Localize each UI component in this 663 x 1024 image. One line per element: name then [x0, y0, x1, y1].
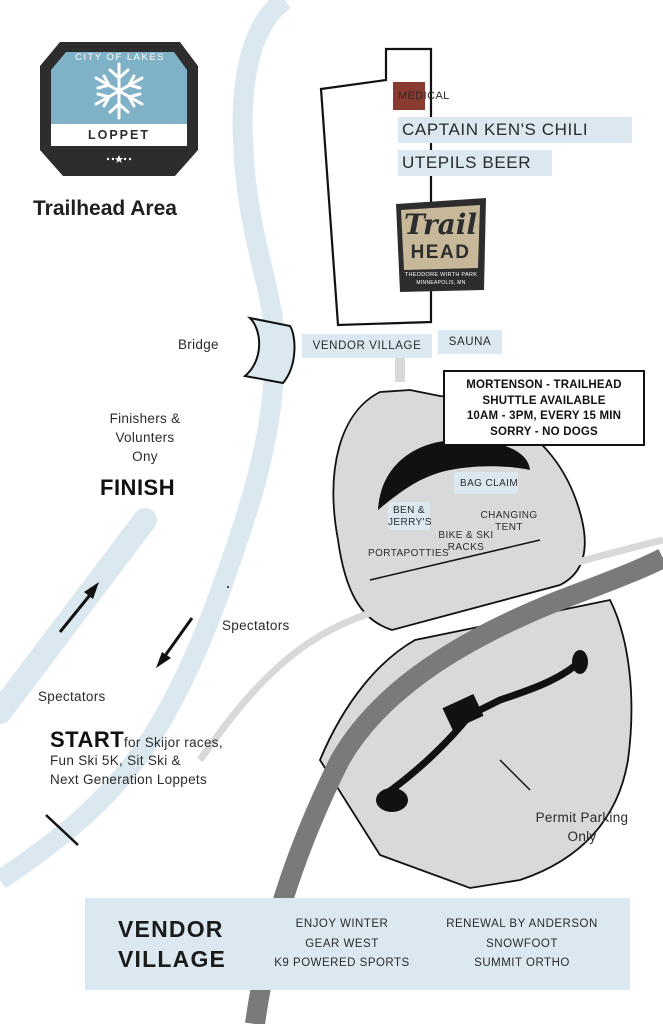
shuttle-line4: SORRY - NO DOGS [490, 425, 598, 438]
vendor-village-band: VENDOR VILLAGE [302, 334, 432, 358]
trailhead-logo-sub1: THEODORE WIRTH PARK [404, 272, 478, 278]
chili-vendor: CAPTAIN KEN'S CHILI [398, 117, 632, 143]
spectators-label-left: Spectators [38, 689, 106, 704]
bag-claim-area [454, 472, 518, 494]
ben-jerrys-area [388, 502, 430, 530]
start-label: START [50, 727, 125, 752]
shuttle-info-box: MORTENSON - TRAILHEAD SHUTTLE AVAILABLE … [443, 370, 645, 446]
trailhead-logo-sub2: MINNEAPOLIS, MN [416, 280, 466, 286]
bridge [242, 316, 296, 385]
medical-area [393, 82, 425, 110]
plaza-inner-building [378, 440, 530, 510]
arrow-up-icon [58, 582, 99, 633]
shuttle-line3: 10AM - 3PM, EVERY 15 MIN [466, 410, 622, 422]
road-light [197, 536, 663, 763]
logo-top-text: CITY OF LAKES [74, 52, 166, 63]
shuttle-line1: MORTENSON - TRAILHEAD [466, 379, 622, 391]
vendor-village-title-line1: VENDOR [118, 916, 224, 942]
vendor-item: ENJOY WINTER [295, 918, 389, 930]
ben-jerrys-label-line2: JERRY'S [388, 517, 432, 528]
bag-claim-label: BAG CLAIM [460, 478, 519, 489]
spectators-label-right: Spectators [222, 618, 290, 633]
vendor-item: GEAR WEST [305, 937, 379, 950]
permit-pointer [499, 759, 531, 791]
bike-ski-racks-label-line2: RACKS [447, 542, 485, 553]
trailhead-logo [396, 198, 486, 292]
arrow-down-icon [156, 617, 194, 668]
vendor-village-panel [85, 898, 630, 990]
logo-stars [106, 155, 132, 163]
start-line [45, 814, 79, 846]
start-note-line2: Fun Ski 5K, Sit Ski & [50, 753, 181, 768]
vendor-village-title: VENDOR VILLAGE [118, 914, 226, 974]
finish-label: FINISH [100, 475, 176, 500]
changing-tent-label-line1: CHANGING [480, 510, 538, 521]
vendor-list-col1: ENJOY WINTER GEAR WEST K9 POWERED SPORTS [262, 915, 422, 974]
ski-trail-main [0, 0, 292, 889]
parking-shelter [442, 693, 484, 731]
permit-parking-line2: Only [567, 829, 597, 844]
vendor-item: SNOWFOOT [486, 937, 558, 950]
start-note-line1: for Skijor races, [124, 735, 223, 750]
shuttle-line2: SHUTTLE AVAILABLE [482, 394, 606, 407]
parking-turnaround-east [572, 650, 588, 674]
page-title: Trailhead Area [33, 197, 177, 220]
plaza-lower-lane [369, 539, 541, 581]
vendor-item: RENEWAL BY ANDERSON [446, 918, 598, 930]
start-note-line3: Next Generation Loppets [50, 772, 207, 787]
finishers-note-line3: Ony [132, 449, 158, 464]
permit-parking-line1: Permit Parking [535, 810, 629, 825]
bridge-label: Bridge [178, 337, 219, 352]
bike-ski-racks-label-line1: BIKE & SKI [438, 530, 494, 541]
beer-vendor: UTEPILS BEER [398, 150, 552, 176]
medical-label: MEDICAL [398, 90, 450, 102]
parking-turnaround-west [376, 788, 408, 812]
vendor-item: K9 POWERED SPORTS [274, 957, 410, 969]
snowflake-icon [94, 62, 144, 120]
vendor-village-title-line2: VILLAGE [118, 946, 227, 972]
trailhead-logo-line1: Trail [404, 208, 477, 241]
finishers-note-line1: Finishers & [109, 411, 181, 426]
logo-bottom-text: LOPPET [87, 128, 150, 142]
parking-lot [318, 598, 633, 889]
vendor-item: SUMMIT ORTHO [474, 957, 570, 969]
changing-tent-label-line2: TENT [495, 522, 523, 533]
vendor-list-col2: RENEWAL BY ANDERSON SNOWFOOT SUMMIT ORTH… [436, 915, 608, 974]
trailhead-logo-line2: HEAD [410, 242, 471, 263]
sauna-band: SAUNA [438, 330, 502, 354]
ben-jerrys-label-line1: BEN & [392, 505, 425, 516]
portapotties-label: PORTAPOTTIES [368, 548, 450, 559]
finishers-note-line2: Volunters [115, 430, 175, 445]
